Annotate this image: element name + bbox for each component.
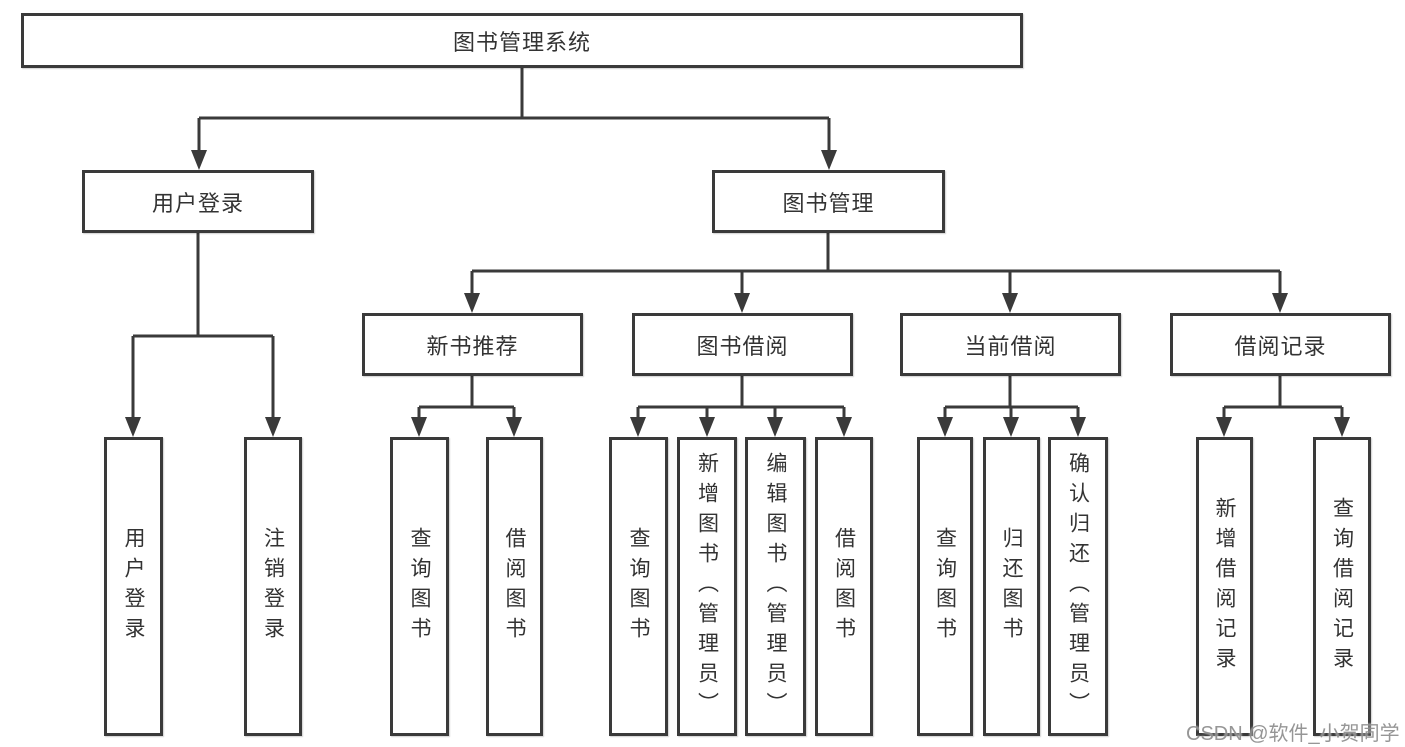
leaf-return-book: 归还图书	[983, 437, 1040, 736]
leaf-query-books-borrowing: 查询图书	[609, 437, 668, 736]
leaf-logout-label: 注销登录	[261, 526, 285, 647]
node-root: 图书管理系统	[21, 13, 1023, 68]
leaf-borrow-books-recommend: 借阅图书	[486, 437, 543, 736]
leaf-confirm-return-admin: 确认归还（管理员）	[1048, 437, 1108, 736]
leaf-query-books-recommend: 查询图书	[390, 437, 449, 736]
leaf-query-books-current-label: 查询图书	[933, 526, 957, 647]
leaf-user-login: 用户登录	[104, 437, 163, 736]
node-user-login-label: 用户登录	[151, 190, 244, 216]
node-borrowing-records: 借阅记录	[1170, 313, 1391, 376]
leaf-user-login-label: 用户登录	[122, 526, 145, 647]
leaf-borrow-books-borrowing: 借阅图书	[815, 437, 873, 736]
node-book-management-label: 图书管理	[782, 190, 875, 216]
leaf-logout: 注销登录	[244, 437, 302, 736]
node-current-borrowing: 当前借阅	[900, 313, 1121, 376]
node-book-management: 图书管理	[712, 170, 945, 233]
leaf-add-borrow-record: 新增借阅记录	[1196, 437, 1253, 736]
leaf-return-book-label: 归还图书	[1000, 526, 1023, 647]
node-current-borrowing-label: 当前借阅	[964, 333, 1057, 359]
node-borrowing-records-label: 借阅记录	[1234, 333, 1327, 359]
leaf-add-borrow-record-label: 新增借阅记录	[1213, 496, 1236, 677]
node-book-borrowing: 图书借阅	[632, 313, 853, 376]
csdn-watermark: CSDN @软件_小贺同学	[1186, 723, 1400, 745]
leaf-edit-book-admin-label: 编辑图书（管理员）	[764, 451, 787, 722]
leaf-query-borrow-record-label: 查询借阅记录	[1330, 496, 1354, 677]
node-root-label: 图书管理系统	[452, 29, 591, 55]
node-new-book-recommendation: 新书推荐	[362, 313, 583, 376]
leaf-query-borrow-record: 查询借阅记录	[1313, 437, 1371, 736]
node-new-book-recommendation-label: 新书推荐	[426, 333, 519, 359]
leaf-query-books-borrowing-label: 查询图书	[627, 526, 650, 647]
leaf-query-books-current: 查询图书	[917, 437, 973, 736]
leaf-query-books-recommend-label: 查询图书	[408, 526, 431, 647]
leaf-borrow-books-borrowing-label: 借阅图书	[832, 526, 856, 647]
node-book-borrowing-label: 图书借阅	[696, 333, 789, 359]
leaf-add-book-admin-label: 新增图书（管理员）	[695, 451, 719, 722]
leaf-add-book-admin: 新增图书（管理员）	[677, 437, 737, 736]
leaf-confirm-return-admin-label: 确认归还（管理员）	[1066, 451, 1090, 722]
node-user-login: 用户登录	[82, 170, 314, 233]
leaf-edit-book-admin: 编辑图书（管理员）	[745, 437, 806, 736]
leaf-borrow-books-recommend-label: 借阅图书	[503, 526, 526, 647]
